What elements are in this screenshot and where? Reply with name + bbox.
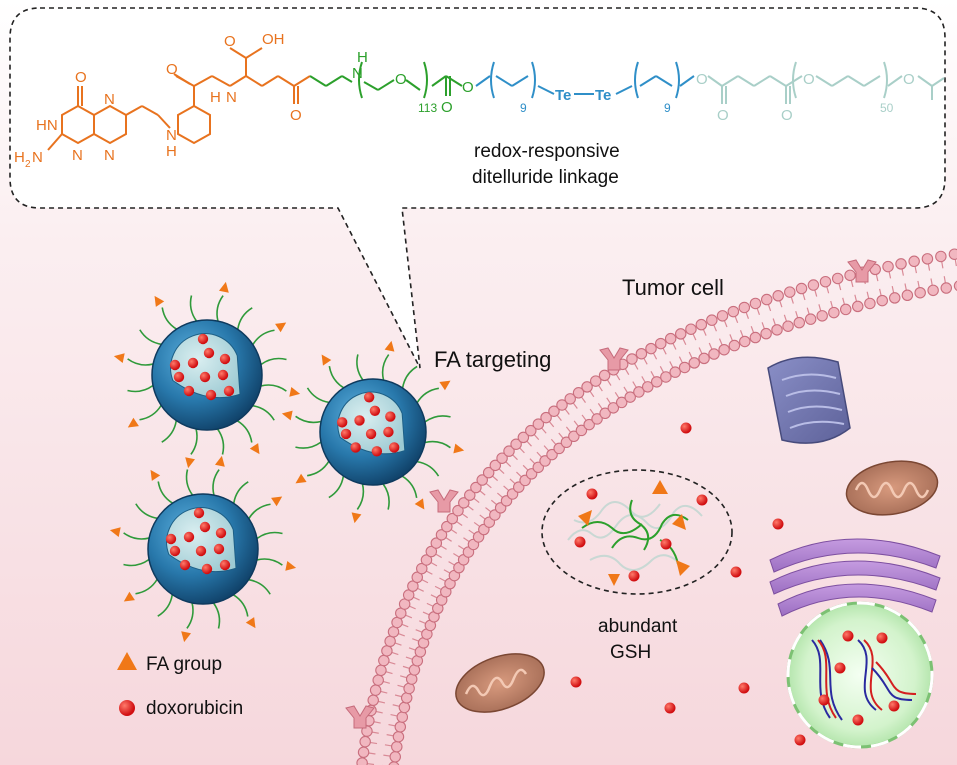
carbonyl-o-2: O — [224, 33, 236, 50]
micelle — [281, 340, 465, 524]
legend-dot-icon — [119, 700, 135, 716]
peg-carbonyl-o: O — [441, 99, 453, 116]
legend: FA group doxorubicin — [117, 652, 243, 719]
legend-triangle-icon — [117, 652, 137, 670]
pcl-o-5: O — [903, 71, 915, 88]
carbonyl-o-3: O — [290, 107, 302, 124]
fa-targeting-label: FA targeting — [434, 347, 551, 372]
h2n-n: N — [32, 149, 43, 166]
oxygen-label: O — [75, 69, 87, 86]
peg-structure — [309, 61, 463, 99]
ring-n-label-3: N — [72, 147, 83, 164]
tellurium-2: Te — [595, 87, 611, 104]
h2n-h: H — [14, 149, 25, 166]
peg-repeat-count: 113 — [418, 101, 437, 115]
peg-o-label: O — [395, 71, 407, 88]
legend-fa-group: FA group — [146, 654, 222, 675]
peg-h-label: H — [357, 49, 368, 66]
pcl-o-1: O — [696, 71, 708, 88]
hn-label: HN — [36, 117, 58, 134]
cell-membrane — [356, 248, 957, 765]
mitochondrion-right — [845, 460, 939, 516]
tellurium-1: Te — [555, 87, 571, 104]
pcl-structure — [707, 61, 945, 104]
amine-n-label: N — [166, 127, 177, 144]
gsh-label: GSH — [610, 642, 651, 663]
ring-n-label-2: N — [104, 147, 115, 164]
released-doxorubicin — [570, 422, 900, 746]
released-fa-groups — [578, 480, 690, 586]
structure-caption-line-2: ditelluride linkage — [472, 167, 619, 188]
micelle — [109, 455, 297, 643]
abundant-label: abundant — [598, 616, 678, 637]
fa-receptors — [345, 259, 877, 729]
structure-bubble — [9, 7, 946, 369]
amide-h-label: H — [210, 89, 221, 106]
pcl-repeat-count: 50 — [880, 101, 894, 115]
amide-n-label: N — [226, 89, 237, 106]
folate-structure — [47, 47, 311, 151]
carbonyl-o-1: O — [166, 61, 178, 78]
alkyl-repeat-count-1: 9 — [520, 101, 527, 115]
ring-n-label-1: N — [104, 91, 115, 108]
micelles — [109, 281, 465, 643]
peg-ester-o: O — [462, 79, 474, 96]
nucleus — [786, 601, 934, 749]
h2n-sub: 2 — [25, 159, 31, 170]
pcl-o-3: O — [781, 107, 793, 124]
mitochondrion-left — [455, 653, 545, 713]
micelle — [113, 281, 301, 469]
pcl-o-4: O — [803, 71, 815, 88]
alkyl-repeat-count-2: 9 — [664, 101, 671, 115]
legend-doxorubicin: doxorubicin — [146, 698, 243, 719]
golgi-apparatus — [769, 538, 941, 617]
amine-h-label: H — [166, 143, 177, 160]
peg-n-label: N — [352, 65, 363, 82]
oh-label: OH — [262, 31, 285, 48]
structure-caption-line-1: redox-responsive — [474, 141, 620, 162]
tumor-cell-label: Tumor cell — [622, 275, 724, 300]
endoplasmic-reticulum — [767, 356, 851, 444]
pcl-o-2: O — [717, 107, 729, 124]
ditelluride-structure — [475, 61, 695, 99]
